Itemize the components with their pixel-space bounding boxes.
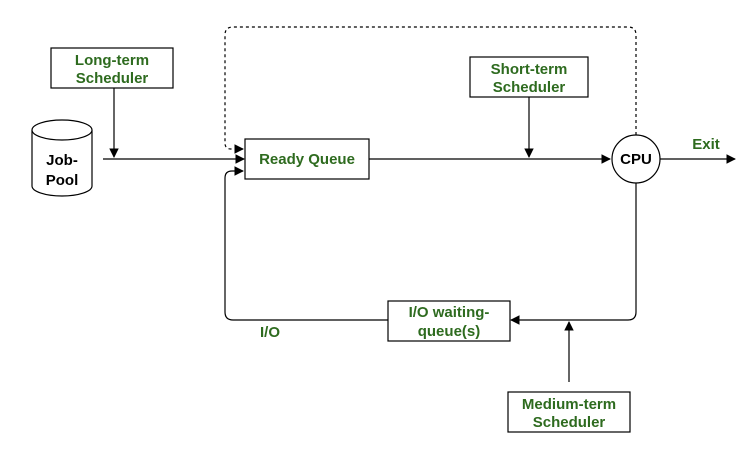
long-term-scheduler-line2: Scheduler bbox=[76, 70, 149, 87]
io-waiting-queue-line1: I/O waiting- bbox=[409, 304, 490, 321]
exit-label: Exit bbox=[692, 136, 720, 153]
cpu-node: CPU bbox=[611, 134, 661, 184]
short-term-scheduler-line2: Scheduler bbox=[493, 79, 566, 96]
medium-term-scheduler-box: Medium-term Scheduler bbox=[507, 391, 631, 433]
cpu-label: CPU bbox=[620, 151, 652, 168]
medium-term-scheduler-line2: Scheduler bbox=[533, 414, 606, 431]
cpu-to-io-queue-arrow bbox=[510, 183, 637, 325]
long-term-scheduler-line1: Long-term bbox=[75, 52, 149, 69]
io-queue-to-ready-queue-arrow bbox=[224, 166, 388, 321]
long-term-scheduler-box: Long-term Scheduler bbox=[50, 47, 174, 89]
ready-queue-label: Ready Queue bbox=[259, 151, 355, 168]
job-pool-database: Job- Pool bbox=[31, 119, 93, 197]
short-term-scheduler-line1: Short-term bbox=[491, 61, 568, 78]
io-waiting-queue-box: I/O waiting- queue(s) bbox=[387, 300, 511, 342]
ready-queue-box: Ready Queue bbox=[244, 138, 370, 180]
job-pool-label-line1: Job- bbox=[46, 152, 78, 169]
medium-term-scheduler-line1: Medium-term bbox=[522, 396, 616, 413]
io-waiting-queue-line2: queue(s) bbox=[418, 323, 481, 340]
io-label: I/O bbox=[260, 324, 280, 341]
job-pool-label-line2: Pool bbox=[46, 172, 79, 189]
short-term-scheduler-box: Short-term Scheduler bbox=[469, 56, 589, 98]
